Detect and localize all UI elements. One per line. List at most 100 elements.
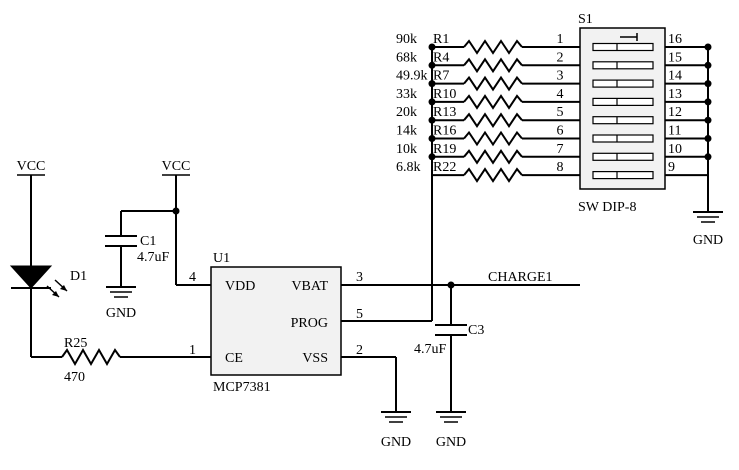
resistor-zigzag <box>463 112 523 129</box>
vbat-net-wires <box>341 281 580 325</box>
u1-pin-vdd-num: 4 <box>189 270 196 285</box>
s1-switch-slot <box>592 116 654 125</box>
resistor-value: 68k <box>396 50 417 65</box>
gnd-c1-label: GND <box>106 306 136 321</box>
c1-value: 4.7uF <box>137 250 170 265</box>
resistor-value: 20k <box>396 105 417 120</box>
s1-switch-slot <box>592 152 654 161</box>
resistor-ref: R13 <box>433 105 456 120</box>
gnd-c3-symbol <box>436 411 466 423</box>
s1-switch-slot <box>592 97 654 107</box>
s1-left-pin-num: 7 <box>557 142 564 157</box>
resistor-zigzag <box>463 148 523 165</box>
led-wires <box>30 288 211 367</box>
u1-body <box>210 266 342 376</box>
u1-pin-vss-name: VSS <box>302 351 328 366</box>
resistor-row: 14k R16 6 11 <box>396 124 712 147</box>
s1-ref: S1 <box>578 12 593 27</box>
c3-capacitor <box>435 324 467 412</box>
gnd-c3-label: GND <box>436 435 466 450</box>
gnd-switch-label: GND <box>693 233 723 248</box>
s1-right-pin-num: 15 <box>668 50 682 65</box>
s1-body <box>579 27 666 190</box>
vcc-ic-symbol <box>162 174 211 286</box>
gnd-c1-symbol <box>106 286 136 298</box>
s1-part: SW DIP-8 <box>578 200 636 215</box>
vcc-led-label: VCC <box>17 159 46 174</box>
s1-switch-slot <box>592 79 654 88</box>
s1-right-pin-num: 12 <box>668 105 682 120</box>
resistor-ref: R1 <box>433 32 449 47</box>
resistor-row: 68k R4 2 15 <box>396 50 712 74</box>
resistor-zigzag <box>463 94 523 110</box>
resistor-row: 6.8k R22 8 9 <box>396 160 708 183</box>
s1-switch-slot <box>592 171 654 180</box>
resistor-value: 10k <box>396 142 417 157</box>
d1-ref: D1 <box>70 269 87 284</box>
u1-pin-vbat-name: VBAT <box>291 279 328 294</box>
resistor-row: 90k R1 1 16 <box>396 32 712 55</box>
vcc-ic-label: VCC <box>162 159 191 174</box>
s1-right-pin-num: 9 <box>668 160 675 175</box>
resistor-row: 20k R13 5 12 <box>396 105 712 129</box>
s1-right-pin-num: 11 <box>668 124 681 139</box>
s1-switch-slot <box>592 134 654 143</box>
resistor-zigzag <box>463 39 523 55</box>
vss-wires <box>341 356 397 412</box>
resistor-ref: R10 <box>433 87 456 102</box>
vcc-led-symbol <box>17 174 45 266</box>
resistor-row: 49.9k R7 3 14 <box>396 69 712 92</box>
s1-left-pin-num: 3 <box>557 69 564 84</box>
u1-pin-prog-name: PROG <box>291 316 328 331</box>
s1-right-pin-num: 16 <box>668 32 682 47</box>
u1-pin-prog-num: 5 <box>356 307 363 322</box>
resistor-value: 33k <box>396 87 417 102</box>
u1-pin-vdd-name: VDD <box>225 279 255 294</box>
resistor-ref: R4 <box>433 50 449 65</box>
s1-right-pin-num: 14 <box>668 69 682 84</box>
resistor-value: 49.9k <box>396 69 428 84</box>
resistor-zigzag <box>463 167 523 183</box>
net-charge-label: CHARGE1 <box>488 270 553 285</box>
s1-dip-switch <box>579 27 666 190</box>
s1-left-pin-num: 4 <box>557 87 564 102</box>
resistor-ref: R19 <box>433 142 456 157</box>
resistor-ref: R16 <box>433 124 456 139</box>
s1-left-pin-num: 8 <box>557 160 564 175</box>
s1-left-pin-num: 5 <box>557 105 564 120</box>
resistor-zigzag <box>463 130 523 147</box>
prog-net-wires <box>341 47 433 322</box>
u1-pin-ce-name: CE <box>225 351 243 366</box>
s1-left-pin-num: 1 <box>557 32 564 47</box>
s1-right-pin-num: 10 <box>668 142 682 157</box>
c3-ref: C3 <box>468 323 484 338</box>
gnd-vss-symbol <box>381 411 411 423</box>
u1-pin-vss-num: 2 <box>356 343 363 358</box>
c1-capacitor <box>105 210 176 287</box>
resistor-value: 14k <box>396 124 417 139</box>
resistor-ref: R22 <box>433 160 456 175</box>
resistor-value: 6.8k <box>396 160 421 175</box>
gnd-switch-symbol <box>693 211 723 223</box>
s1-left-pin-num: 2 <box>557 50 564 65</box>
s1-switch-slots <box>592 42 654 180</box>
d1-led <box>9 265 68 298</box>
resistor-ref: R7 <box>433 69 449 84</box>
u1-part: MCP7381 <box>213 380 271 395</box>
resistor-zigzag <box>463 57 523 74</box>
resistor-row: 33k R10 4 13 <box>396 87 712 110</box>
s1-switch-slot <box>592 42 654 52</box>
c3-value: 4.7uF <box>414 342 447 357</box>
s1-switch-slot <box>592 61 654 70</box>
u1-ref: U1 <box>213 251 230 266</box>
resistor-value: 90k <box>396 32 417 47</box>
gnd-vss-label: GND <box>381 435 411 450</box>
s1-right-pin-num: 13 <box>668 87 682 102</box>
c1-ref: C1 <box>140 234 156 249</box>
r25-ref: R25 <box>64 336 87 351</box>
resistor-zigzag <box>463 75 523 92</box>
u1-pin-vbat-num: 3 <box>356 270 363 285</box>
s1-left-pin-num: 6 <box>557 124 564 139</box>
r25-value: 470 <box>64 370 85 385</box>
